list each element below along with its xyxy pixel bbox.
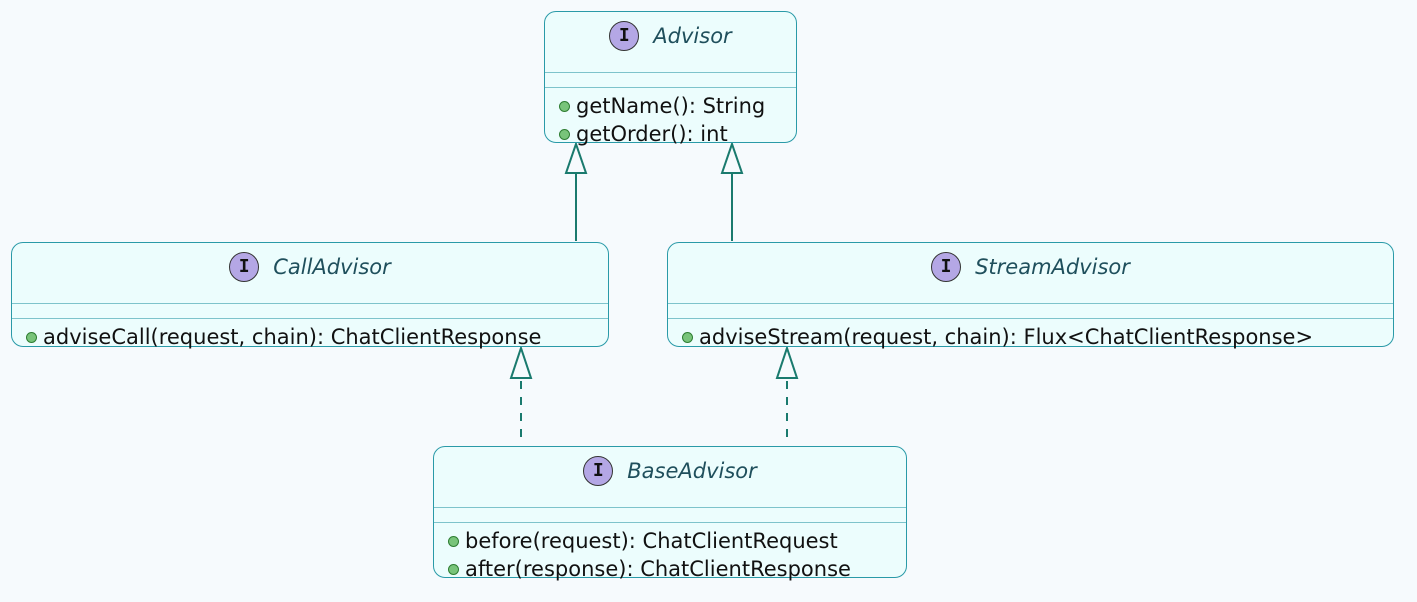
interface-badge-icon: I xyxy=(229,251,260,282)
method-item: before(request): ChatClientRequest xyxy=(448,527,906,555)
public-method-icon xyxy=(448,563,459,575)
interface-badge-icon: I xyxy=(583,455,614,486)
method-signature: adviseCall(request, chain): ChatClientRe… xyxy=(43,325,542,349)
public-method-icon xyxy=(448,535,459,547)
method-item: getOrder(): int xyxy=(559,120,796,148)
class-stream-advisor[interactable]: I StreamAdvisor adviseStream(request, ch… xyxy=(667,242,1394,349)
interface-badge-icon: I xyxy=(931,251,962,282)
method-item: adviseCall(request, chain): ChatClientRe… xyxy=(26,323,608,351)
method-list: before(request): ChatClientRequest after… xyxy=(434,523,906,583)
method-item: adviseStream(request, chain): Flux<ChatC… xyxy=(682,323,1393,351)
public-method-icon xyxy=(26,331,37,343)
class-name: Advisor xyxy=(653,23,732,48)
relation-stream-extends-advisor xyxy=(720,140,744,241)
interface-badge-icon: I xyxy=(609,20,640,51)
methods-divider xyxy=(434,522,906,523)
class-header: I CallAdvisor xyxy=(12,243,608,290)
method-list: adviseStream(request, chain): Flux<ChatC… xyxy=(668,319,1393,351)
class-name: BaseAdvisor xyxy=(627,458,757,483)
class-call-advisor[interactable]: I CallAdvisor adviseCall(request, chain)… xyxy=(11,242,609,349)
method-signature: before(request): ChatClientRequest xyxy=(465,529,838,553)
fields-divider xyxy=(668,303,1393,304)
class-header: I Advisor xyxy=(545,12,796,59)
class-header: I BaseAdvisor xyxy=(434,447,906,494)
methods-divider xyxy=(545,87,796,88)
class-advisor[interactable]: I Advisor getName(): String getOrder(): … xyxy=(544,11,797,146)
class-header: I StreamAdvisor xyxy=(668,243,1393,290)
methods-divider xyxy=(12,318,608,319)
class-name: StreamAdvisor xyxy=(975,254,1130,279)
method-list: adviseCall(request, chain): ChatClientRe… xyxy=(12,319,608,351)
fields-divider xyxy=(12,303,608,304)
class-name: CallAdvisor xyxy=(273,254,391,279)
methods-divider xyxy=(668,318,1393,319)
method-item: getName(): String xyxy=(559,92,796,120)
method-signature: getOrder(): int xyxy=(576,122,728,146)
fields-divider xyxy=(545,72,796,73)
method-list: getName(): String getOrder(): int xyxy=(545,88,796,148)
relation-call-extends-advisor xyxy=(564,140,588,241)
fields-divider xyxy=(434,507,906,508)
relation-base-implements-call xyxy=(509,344,533,437)
class-base-advisor[interactable]: I BaseAdvisor before(request): ChatClien… xyxy=(433,446,907,581)
method-signature: adviseStream(request, chain): Flux<ChatC… xyxy=(699,325,1314,349)
public-method-icon xyxy=(559,128,570,140)
method-signature: getName(): String xyxy=(576,94,766,118)
public-method-icon xyxy=(682,331,693,343)
method-signature: after(response): ChatClientResponse xyxy=(465,557,851,581)
public-method-icon xyxy=(559,100,570,112)
method-item: after(response): ChatClientResponse xyxy=(448,555,906,583)
relation-base-implements-stream xyxy=(775,344,799,437)
